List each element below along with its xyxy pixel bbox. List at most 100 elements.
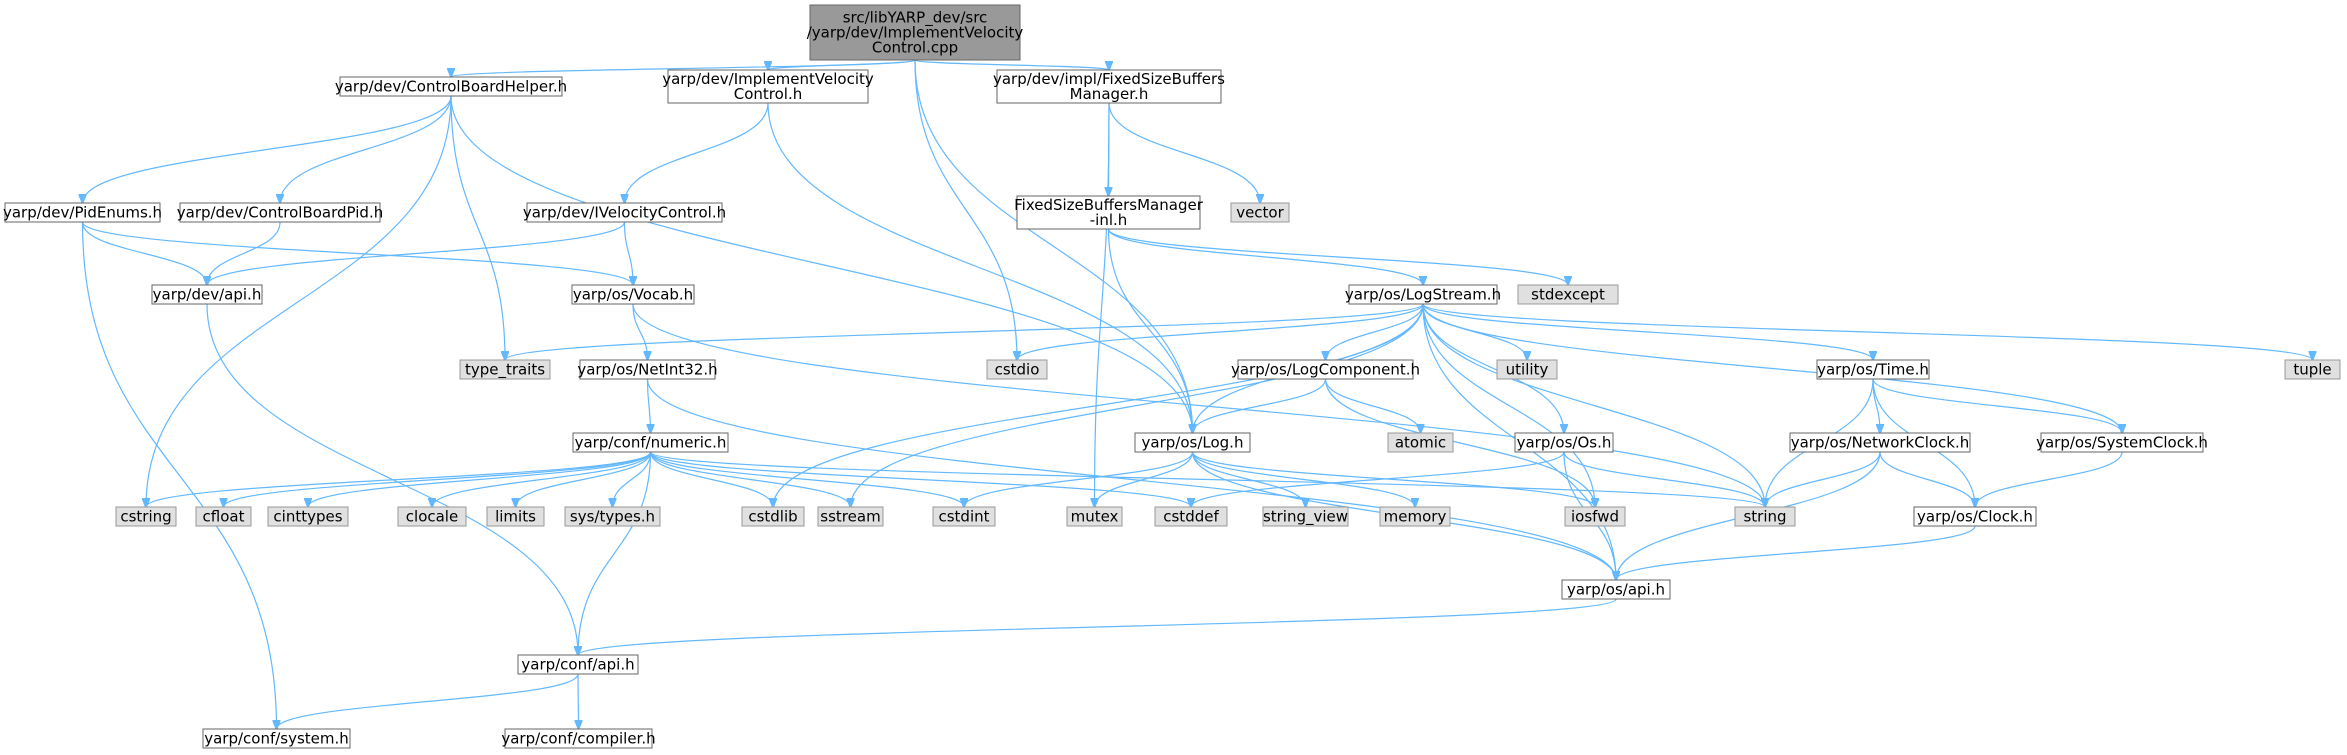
node-netclock[interactable]: yarp/os/NetworkClock.h	[1789, 432, 1971, 453]
node-numeric[interactable]: yarp/conf/numeric.h	[572, 432, 729, 453]
node-sysclock-label: yarp/os/SystemClock.h	[2036, 434, 2208, 452]
node-fsbminl[interactable]: FixedSizeBuffersManager-inl.h	[1014, 195, 1204, 230]
edge-numeric-to-cstring	[146, 451, 652, 507]
edge-numeric-to-sstream	[649, 451, 851, 507]
node-logstream[interactable]: yarp/os/LogStream.h	[1345, 284, 1501, 305]
node-memory-box	[1379, 506, 1451, 527]
node-clock-label: yarp/os/Clock.h	[1917, 508, 2033, 526]
node-cbh-box	[339, 76, 563, 97]
node-logcomp-label: yarp/os/LogComponent.h	[1231, 361, 1420, 379]
edge-time-to-sysclock	[1872, 378, 2122, 433]
node-system-label: yarp/conf/system.h	[204, 730, 349, 748]
node-os-label: yarp/os/Os.h	[1517, 434, 1612, 452]
node-netclock-box	[1789, 432, 1971, 453]
node-clock[interactable]: yarp/os/Clock.h	[1913, 506, 2037, 527]
node-cstddef-box	[1154, 506, 1228, 527]
edge-logstream-to-typetraits	[505, 303, 1424, 360]
node-netint-label: yarp/os/NetInt32.h	[577, 361, 717, 379]
node-osapi[interactable]: yarp/os/api.h	[1561, 579, 1671, 600]
node-compiler[interactable]: yarp/conf/compiler.h	[501, 728, 656, 749]
node-sysclock[interactable]: yarp/os/SystemClock.h	[2036, 432, 2208, 453]
node-stringview-label: string_view	[1263, 508, 1348, 527]
node-stdexcept: stdexcept	[1517, 284, 1619, 305]
node-root-box	[809, 4, 1021, 61]
edge-pidenums-to-system	[81, 221, 277, 729]
node-system[interactable]: yarp/conf/system.h	[202, 728, 351, 749]
node-cstdint-label: cstdint	[938, 508, 989, 526]
node-fsbm[interactable]: yarp/dev/impl/FixedSizeBuffersManager.h	[993, 69, 1225, 104]
edge-root-to-ivch	[768, 59, 916, 70]
node-system-box	[202, 728, 351, 749]
node-stringview: string_view	[1262, 506, 1349, 527]
node-log[interactable]: yarp/os/Log.h	[1134, 432, 1251, 453]
node-cfloat-label: cfloat	[203, 508, 245, 526]
node-cstdio-label: cstdio	[995, 361, 1040, 379]
node-vector: vector	[1230, 202, 1290, 223]
edge-log-to-mutex	[1095, 451, 1194, 507]
edge-vocab-to-string	[632, 303, 1765, 507]
node-vocab-box	[571, 284, 695, 305]
node-fsbminl-box	[1016, 195, 1201, 230]
edge-cbpid-to-devapi	[207, 221, 281, 285]
node-stdexcept-box	[1517, 284, 1619, 305]
edge-fsbm-to-mutex	[1095, 102, 1110, 507]
node-pidenums[interactable]: yarp/dev/PidEnums.h	[3, 202, 162, 223]
node-time[interactable]: yarp/os/Time.h	[1816, 359, 1930, 380]
edge-netclock-to-clock	[1879, 451, 1975, 507]
node-sstream-label: sstream	[820, 508, 880, 526]
node-fsbm-label: yarp/dev/impl/FixedSizeBuffers	[993, 70, 1225, 88]
node-systypes-label: sys/types.h	[570, 508, 655, 526]
node-log-label: yarp/os/Log.h	[1142, 434, 1244, 452]
node-ivch-box	[667, 69, 869, 104]
node-root-label: /yarp/dev/ImplementVelocity	[807, 24, 1024, 42]
node-tuple: tuple	[2284, 359, 2341, 380]
node-cbpid-label: yarp/dev/ControlBoardPid.h	[177, 204, 383, 222]
edge-fsbminl-to-logstream	[1107, 228, 1424, 285]
node-typetraits-box	[459, 359, 551, 380]
node-cstddef-label: cstddef	[1163, 508, 1219, 526]
node-fsbminl-label: -inl.h	[1090, 211, 1128, 229]
node-root[interactable]: src/libYARP_dev/src/yarp/dev/ImplementVe…	[807, 4, 1024, 61]
node-limits: limits	[486, 506, 545, 527]
node-tuple-label: tuple	[2293, 361, 2331, 379]
node-ivc[interactable]: yarp/dev/IVelocityControl.h	[523, 202, 726, 223]
node-ivc-label: yarp/dev/IVelocityControl.h	[523, 204, 726, 222]
edge-fsbminl-to-log	[1107, 228, 1193, 433]
edge-confapi-to-system	[277, 673, 579, 729]
node-logcomp-box	[1237, 359, 1414, 380]
node-logcomp[interactable]: yarp/os/LogComponent.h	[1231, 359, 1420, 380]
node-cbpid[interactable]: yarp/dev/ControlBoardPid.h	[177, 202, 383, 223]
edge-cbh-to-cbpid	[280, 95, 452, 203]
edge-ivch-to-ivc	[625, 102, 769, 203]
node-string: string	[1734, 506, 1796, 527]
node-vocab[interactable]: yarp/os/Vocab.h	[571, 284, 695, 305]
edge-log-to-memory	[1191, 451, 1416, 507]
edge-ivch-to-log	[767, 102, 1193, 433]
edge-numeric-to-cfloat	[224, 451, 652, 507]
node-osapi-label: yarp/os/api.h	[1567, 581, 1665, 599]
node-fsbm-box	[996, 69, 1222, 104]
edge-fsbminl-to-stdexcept	[1107, 228, 1569, 285]
node-confapi-box	[517, 654, 639, 675]
node-netint[interactable]: yarp/os/NetInt32.h	[577, 359, 718, 380]
edge-cbh-to-pidenums	[83, 95, 452, 203]
node-compiler-box	[504, 728, 653, 749]
node-devapi[interactable]: yarp/dev/api.h	[151, 284, 263, 305]
node-netint-box	[579, 359, 716, 380]
node-cstring-box	[115, 506, 177, 527]
node-utility-label: utility	[1506, 361, 1549, 379]
node-devapi-box	[151, 284, 263, 305]
node-root-label: src/libYARP_dev/src	[843, 9, 988, 28]
node-confapi[interactable]: yarp/conf/api.h	[517, 654, 639, 675]
edge-cbh-to-log	[450, 95, 1193, 433]
edge-netclock-to-string	[1765, 451, 1881, 507]
node-os[interactable]: yarp/os/Os.h	[1514, 432, 1614, 453]
node-log-box	[1134, 432, 1251, 453]
edge-numeric-to-cstdlib	[649, 451, 774, 507]
node-cbh[interactable]: yarp/dev/ControlBoardHelper.h	[335, 76, 567, 97]
edge-logstream-to-logcomp	[1326, 303, 1424, 360]
edge-confapi-to-compiler	[578, 673, 579, 729]
node-cinttypes: cinttypes	[267, 506, 349, 527]
